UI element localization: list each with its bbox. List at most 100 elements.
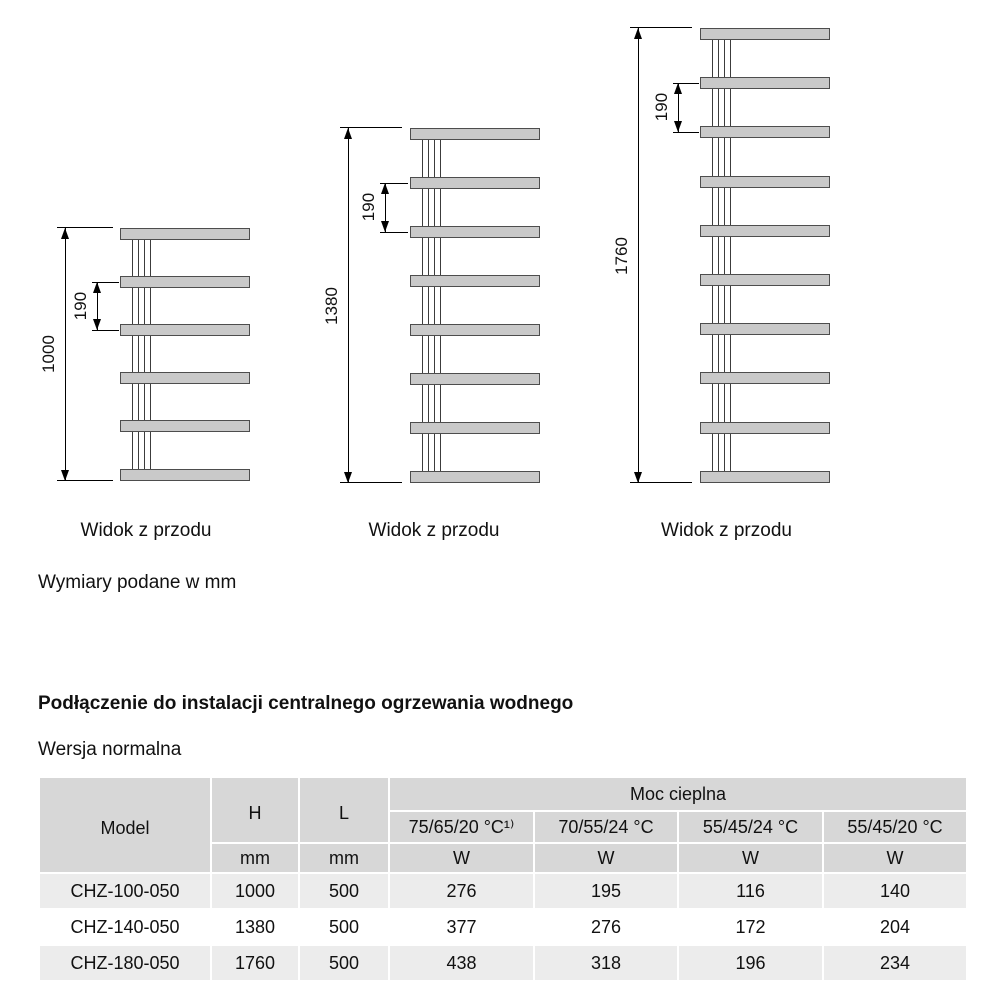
cell-h: 1000 (210, 872, 300, 910)
spec-table: Model H L Moc cieplna 75/65/20 °C¹⁾ 70/5… (38, 776, 969, 982)
cell-l: 500 (298, 908, 390, 946)
radiator-bar (410, 226, 540, 238)
dimension-arrow-icon (344, 128, 352, 139)
radiator-bar (410, 177, 540, 189)
unit-w: W (533, 842, 679, 874)
dimension-extension-line (380, 232, 408, 233)
power-col-header: 70/55/24 °C (533, 810, 679, 844)
cell-model: CHZ-100-050 (38, 872, 212, 910)
dimension-extension-line (630, 27, 692, 28)
dimension-extension-line (673, 132, 699, 133)
cell-power: 196 (677, 944, 824, 982)
dimension-arrow-icon (61, 470, 69, 481)
col-header-h: H (210, 776, 300, 844)
dimension-line-height (638, 28, 639, 483)
radiator-bar (700, 126, 830, 138)
diagram-caption: Widok z przodu (80, 520, 212, 541)
dimension-label-height: 1380 (322, 287, 341, 325)
unit-w: W (677, 842, 824, 874)
unit-mm: mm (210, 842, 300, 874)
radiator-tube (144, 229, 151, 480)
radiator-bar (410, 128, 540, 140)
dimension-line-spacing (678, 83, 679, 132)
col-header-power: Moc cieplna (387, 776, 969, 812)
dimension-extension-line (673, 83, 699, 84)
dimension-label-height: 1000 (39, 335, 58, 373)
power-col-header: 55/45/24 °C (677, 810, 824, 844)
radiator-diagram-1380 (410, 128, 540, 483)
dimension-extension-line (92, 282, 119, 283)
power-col-header: 75/65/20 °C¹⁾ (388, 810, 535, 844)
cell-model: CHZ-140-050 (38, 908, 212, 946)
dimension-arrow-icon (93, 319, 101, 330)
table-row: CHZ-180-050 1760 500 438 318 196 234 (38, 944, 969, 982)
dimension-arrow-icon (674, 121, 682, 132)
dimension-arrow-icon (634, 472, 642, 483)
cell-l: 500 (298, 872, 390, 910)
radiator-bar (700, 225, 830, 237)
dimension-extension-line (340, 482, 402, 483)
power-col-header: 55/45/20 °C (821, 810, 969, 844)
dimension-label-spacing: 190 (71, 291, 90, 321)
table-header-row-2: 75/65/20 °C¹⁾ 70/55/24 °C 55/45/24 °C 55… (39, 810, 969, 844)
cell-power: 140 (821, 872, 969, 910)
radiator-bar (410, 373, 540, 385)
cell-model: CHZ-180-050 (38, 944, 212, 982)
dimension-line-spacing (97, 282, 98, 330)
radiator-bar (700, 28, 830, 40)
dimension-arrow-icon (381, 183, 389, 194)
diagram-caption: Widok z przodu (368, 520, 500, 541)
cell-power: 234 (821, 944, 969, 982)
unit-mm: mm (298, 842, 390, 874)
dimension-arrow-icon (674, 83, 682, 94)
radiator-bar (700, 274, 830, 286)
radiator-bar (120, 324, 250, 336)
table-row: CHZ-140-050 1380 500 377 276 172 204 (38, 908, 969, 946)
dimension-line-spacing (385, 183, 386, 232)
radiator-bar (700, 176, 830, 188)
radiator-bar (700, 471, 830, 483)
unit-w: W (388, 842, 535, 874)
radiator-bar (120, 469, 250, 481)
dimension-line-height (65, 228, 66, 481)
dimension-extension-line (340, 127, 402, 128)
cell-power: 276 (533, 908, 679, 946)
radiator-bar (700, 422, 830, 434)
radiator-diagram-1760 (700, 28, 830, 483)
cell-power: 318 (533, 944, 679, 982)
cell-h: 1380 (210, 908, 300, 946)
section-subheading: Wersja normalna (38, 739, 182, 760)
dimension-arrow-icon (634, 28, 642, 39)
radiator-bar (700, 77, 830, 89)
cell-h: 1760 (210, 944, 300, 982)
dimension-extension-line (92, 330, 119, 331)
radiator-bar (410, 324, 540, 336)
radiator-bar (410, 422, 540, 434)
radiator-bar (120, 420, 250, 432)
radiator-bar (700, 323, 830, 335)
diagram-caption: Widok z przodu (661, 520, 792, 541)
dimension-extension-line (630, 482, 692, 483)
dimension-arrow-icon (61, 228, 69, 239)
radiator-bar (410, 471, 540, 483)
table-row: CHZ-100-050 1000 500 276 195 116 140 (38, 872, 969, 910)
dimension-extension-line (380, 183, 408, 184)
table-header-row-3: mm mm W W W W (39, 842, 969, 874)
radiator-tube (132, 229, 139, 480)
radiator-tube (712, 29, 719, 482)
dimension-label-height: 1760 (612, 237, 631, 275)
section-heading: Podłączenie do instalacji centralnego og… (38, 693, 574, 714)
radiator-bar (700, 372, 830, 384)
dimension-label-spacing: 190 (359, 192, 378, 222)
cell-l: 500 (298, 944, 390, 982)
cell-power: 276 (388, 872, 535, 910)
dimension-arrow-icon (344, 472, 352, 483)
table-header-row-1: Model H L Moc cieplna (38, 776, 969, 874)
dimension-extension-line (57, 227, 113, 228)
radiator-bar (120, 276, 250, 288)
cell-power: 195 (533, 872, 679, 910)
unit-w: W (821, 842, 969, 874)
cell-power: 438 (388, 944, 535, 982)
dimension-arrow-icon (93, 282, 101, 293)
